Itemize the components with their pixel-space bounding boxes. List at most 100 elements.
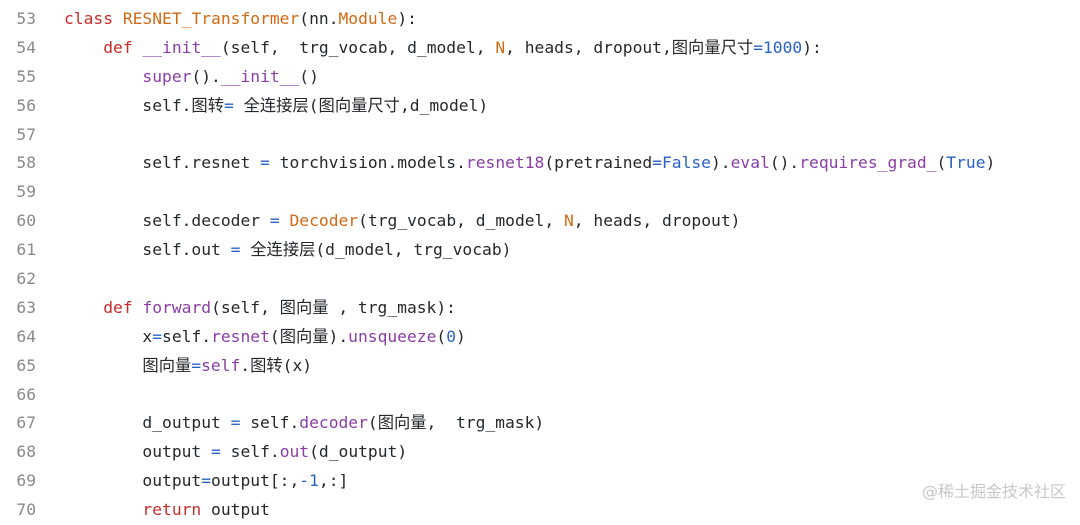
code-token-text: output — [201, 500, 270, 520]
code-text: output=output[:,-1,:] — [64, 467, 348, 496]
code-token-text: () — [299, 66, 319, 86]
code-token-keyword: def — [103, 297, 143, 317]
code-token-text: (pretrained — [544, 153, 653, 173]
code-token-function: self — [201, 355, 241, 375]
code-token-operator: = — [211, 442, 221, 462]
line-number: 59 — [16, 182, 36, 202]
code-line[interactable]: 58 self.resnet = torchvision.models.resn… — [0, 149, 1080, 178]
code-token-function: out — [279, 442, 310, 462]
code-token-text: (self, 图向量 , trg_mask): — [211, 297, 456, 317]
code-token-constant: 0 — [446, 326, 457, 346]
line-number: 54 — [16, 37, 36, 57]
line-number: 65 — [16, 355, 36, 375]
code-token-text — [280, 211, 290, 230]
code-token-operator: = — [652, 153, 662, 173]
code-token-text: self.decoder — [64, 211, 270, 231]
code-line[interactable]: 70 return output — [0, 496, 1080, 525]
line-number: 68 — [16, 442, 36, 462]
code-token-text: output[:, — [211, 471, 300, 491]
code-token-operator: = — [230, 240, 241, 260]
code-token-text: self. — [240, 413, 300, 433]
code-token-text: ). — [710, 153, 731, 173]
code-token-operator: = — [191, 355, 202, 375]
line-number: 56 — [16, 95, 36, 115]
code-token-operator: = — [753, 37, 763, 57]
code-token-text: (). — [769, 153, 800, 173]
code-token-text: (图向量). — [269, 326, 349, 346]
code-line[interactable]: 64 x=self.resnet(图向量).unsqueeze(0) — [0, 323, 1080, 352]
code-token-classname: Decoder — [289, 211, 359, 231]
code-token-text: , heads, dropout) — [573, 211, 741, 231]
code-line[interactable]: 60 self.decoder = Decoder(trg_vocab, d_m… — [0, 207, 1080, 236]
code-token-text: self. — [220, 442, 280, 462]
code-token-function: __init__ — [220, 66, 300, 86]
code-line[interactable]: 53 class RESNET_Transformer(nn.Module): — [0, 5, 1080, 34]
line-number: 53 — [16, 9, 36, 28]
code-token-classname: N — [563, 211, 574, 231]
code-token-text: (nn. — [299, 9, 339, 28]
code-token-classname: RESNET_Transformer — [122, 9, 300, 28]
code-token-constant: -1 — [299, 471, 319, 491]
code-token-text: ) — [985, 153, 996, 173]
code-line[interactable]: 63 def forward(self, 图向量 , trg_mask): — [0, 294, 1080, 323]
code-token-text: self.resnet — [64, 153, 261, 173]
code-token-operator: = — [230, 413, 241, 433]
line-number: 69 — [16, 471, 36, 491]
line-number: 63 — [16, 297, 36, 317]
code-token-text: (). — [191, 66, 221, 86]
code-token-operator: = — [152, 326, 163, 346]
line-number: 62 — [16, 269, 36, 289]
code-token-text: (trg_vocab, d_model, — [358, 211, 564, 231]
code-token-text: self.out — [64, 240, 231, 260]
code-line[interactable]: 67 d_output = self.decoder(图向量, trg_mask… — [0, 409, 1080, 438]
code-text: class RESNET_Transformer(nn.Module): — [64, 5, 417, 34]
code-text: return output — [64, 496, 270, 525]
code-token-text: ( — [936, 153, 947, 173]
code-token-function: requires_grad_ — [799, 153, 937, 173]
code-token-constant: False — [661, 153, 711, 173]
code-token-text: d_output — [64, 413, 231, 433]
code-token-text: ): — [802, 37, 822, 57]
code-token-text — [64, 67, 142, 86]
code-token-keyword: return — [142, 500, 202, 520]
code-text: self.resnet = torchvision.models.resnet1… — [64, 149, 995, 178]
code-text: 图向量=self.图转(x) — [64, 352, 312, 381]
code-token-keyword: class — [64, 9, 123, 28]
code-line[interactable]: 69 output=output[:,-1,:] — [0, 467, 1080, 496]
code-token-function: super — [142, 66, 192, 86]
code-line[interactable]: 57 — [0, 121, 1080, 150]
code-text: output = self.out(d_output) — [64, 438, 407, 467]
code-line[interactable]: 55 super().__init__() — [0, 63, 1080, 92]
code-token-text: ( — [436, 326, 447, 346]
code-line[interactable]: 62 — [0, 265, 1080, 294]
code-text: def forward(self, 图向量 , trg_mask): — [64, 294, 456, 323]
code-token-text: self.图转 — [64, 95, 224, 115]
code-token-text — [64, 298, 103, 317]
code-line[interactable]: 68 output = self.out(d_output) — [0, 438, 1080, 467]
code-token-text: (图向量, trg_mask) — [367, 413, 545, 433]
code-line[interactable]: 54 def __init__(self, trg_vocab, d_model… — [0, 34, 1080, 63]
code-line[interactable]: 65 图向量=self.图转(x) — [0, 352, 1080, 381]
code-token-function: decoder — [299, 413, 368, 433]
code-token-function: resnet — [211, 326, 270, 346]
code-text: super().__init__() — [64, 63, 319, 92]
line-number: 60 — [16, 211, 36, 231]
code-line[interactable]: 61 self.out = 全连接层(d_model, trg_vocab) — [0, 236, 1080, 265]
code-token-classname: N — [495, 37, 506, 57]
code-token-text: output — [64, 471, 202, 491]
code-token-function: unsqueeze — [348, 326, 437, 346]
line-number: 67 — [16, 413, 36, 433]
code-line[interactable]: 56 self.图转= 全连接层(图向量尺寸,d_model) — [0, 92, 1080, 121]
code-token-text: ,:] — [318, 471, 349, 491]
code-token-text: .图转(x) — [240, 355, 313, 375]
code-token-text — [64, 38, 103, 57]
code-text: d_output = self.decoder(图向量, trg_mask) — [64, 409, 544, 438]
line-number: 64 — [16, 326, 36, 346]
code-text: def __init__(self, trg_vocab, d_model, N… — [64, 34, 822, 63]
code-token-keyword: def — [103, 37, 143, 57]
code-line[interactable]: 59 — [0, 178, 1080, 207]
code-token-text: x — [64, 326, 153, 346]
code-token-text: , heads, dropout,图向量尺寸 — [505, 37, 754, 57]
code-line[interactable]: 66 — [0, 381, 1080, 410]
